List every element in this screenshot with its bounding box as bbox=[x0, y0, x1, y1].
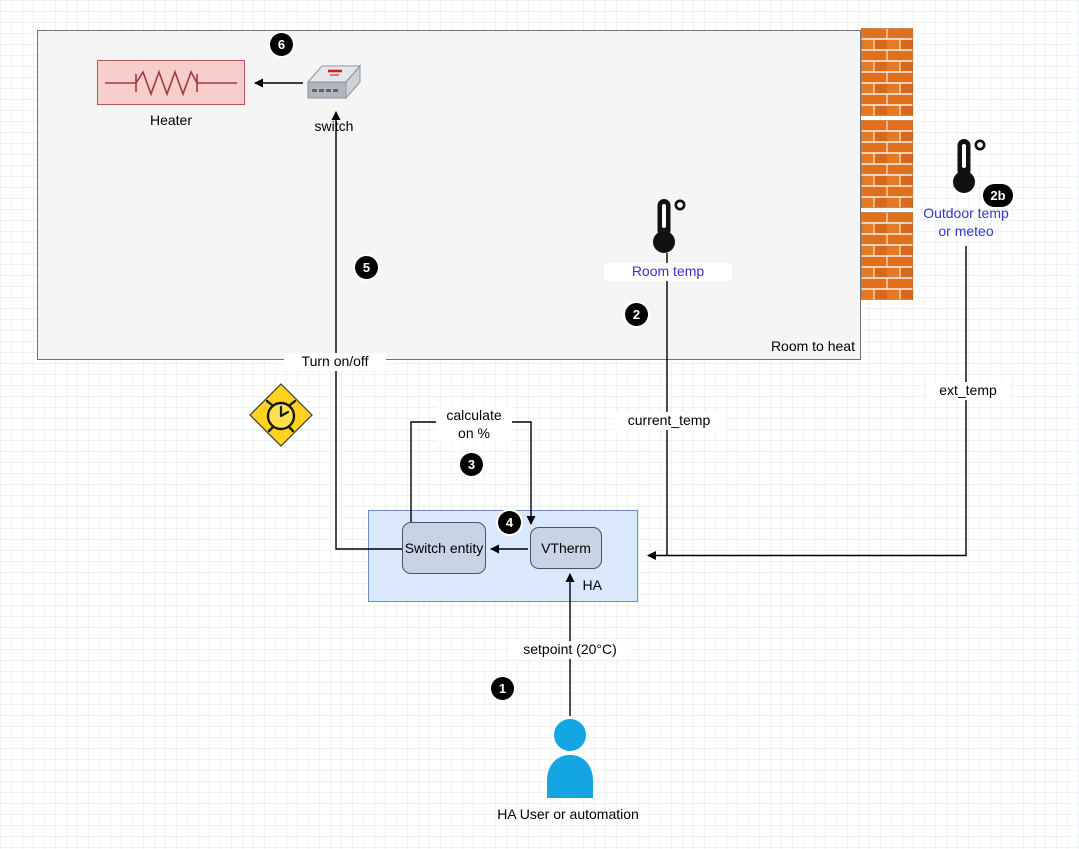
resistor-icon bbox=[105, 69, 237, 97]
network-switch-icon bbox=[302, 58, 364, 106]
switch-entity-node: Switch entity bbox=[402, 522, 486, 574]
room-to-heat-label: Room to heat bbox=[770, 338, 855, 354]
brick-wall-section bbox=[861, 212, 913, 300]
outdoor-temp-label: Outdoor temp or meteo bbox=[923, 205, 1009, 239]
vtherm-label: VTherm bbox=[541, 539, 591, 556]
outdoor-thermometer-icon bbox=[943, 137, 987, 195]
step-badge-3: 3 bbox=[460, 453, 483, 476]
current-temp-label: current_temp bbox=[614, 412, 724, 430]
switch-label: switch bbox=[314, 118, 354, 134]
step-badge-2: 2 bbox=[625, 303, 648, 326]
user-label: HA User or automation bbox=[497, 806, 639, 822]
user-person-icon bbox=[540, 718, 600, 798]
brick-wall-section bbox=[861, 120, 913, 208]
ext-temp-label: ext_temp bbox=[927, 382, 1009, 400]
step-badge-1: 1 bbox=[491, 677, 514, 700]
step-badge-6: 6 bbox=[270, 33, 293, 56]
calculate-label: calculate on % bbox=[436, 407, 512, 442]
step-badge-5: 5 bbox=[355, 256, 378, 279]
vtherm-node: VTherm bbox=[530, 527, 602, 569]
heater-label: Heater bbox=[149, 112, 193, 128]
step-badge-4: 4 bbox=[498, 511, 521, 534]
room-temp-label: Room temp bbox=[604, 263, 732, 281]
ha-label: HA bbox=[582, 577, 602, 593]
alarm-clock-icon bbox=[248, 382, 314, 448]
switch-entity-label: Switch entity bbox=[404, 539, 484, 556]
room-thermometer-icon bbox=[643, 197, 687, 255]
turn-on-off-label: Turn on/off bbox=[284, 353, 386, 371]
brick-wall-section bbox=[861, 28, 913, 116]
setpoint-label: setpoint (20°C) bbox=[509, 641, 631, 659]
heater-node bbox=[97, 60, 245, 105]
step-badge-2b: 2b bbox=[983, 184, 1013, 207]
